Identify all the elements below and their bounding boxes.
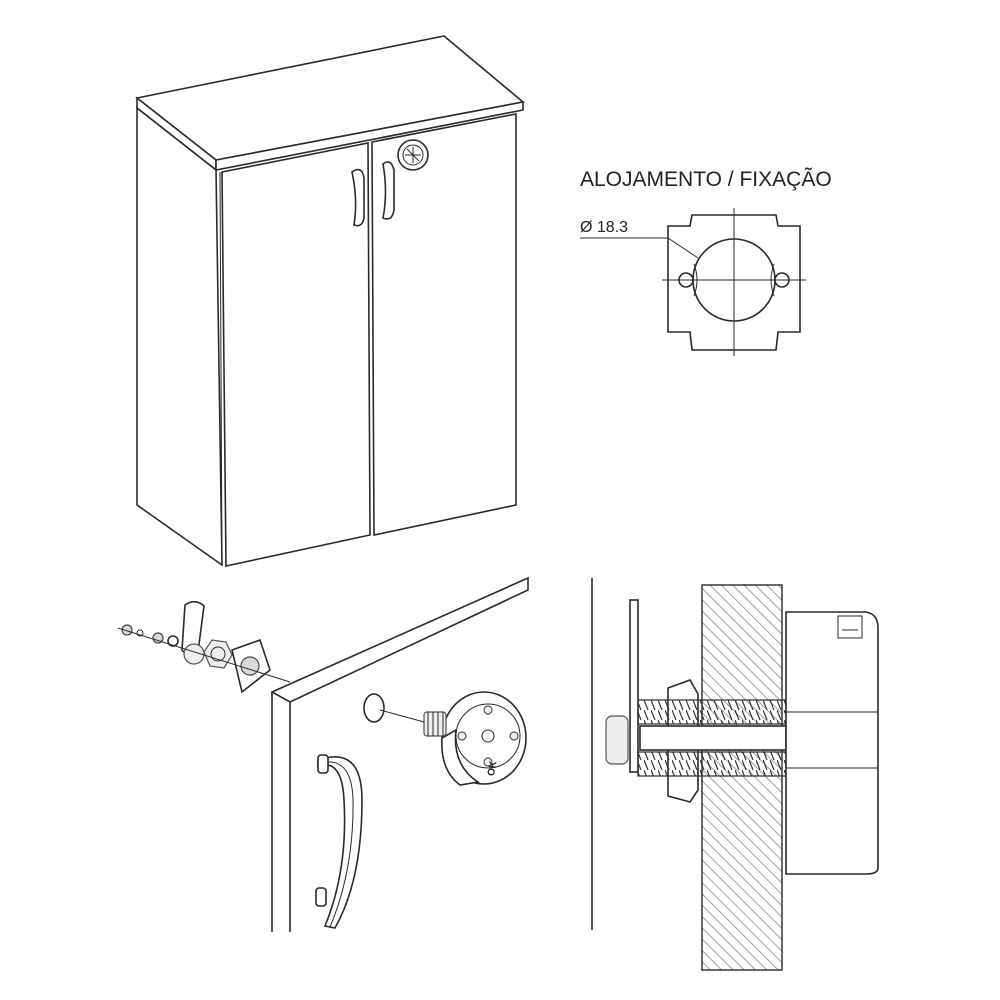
cabinet-side-panel [136, 106, 223, 567]
left-door-handle [351, 168, 365, 227]
door-hole [363, 693, 385, 723]
mounting-plate-outline [667, 214, 801, 351]
housing-detail: ALOJAMENTO / FIXAÇÃO Ø 18.3 [580, 167, 832, 356]
housing-title: ALOJAMENTO / FIXAÇÃO [580, 167, 832, 191]
cross-section-view [591, 578, 879, 971]
diameter-label: Ø 18.3 [580, 219, 628, 236]
screw-hole-right [774, 272, 790, 288]
exploded-view: OK [117, 576, 529, 932]
screw-hole-left [678, 272, 694, 288]
door-panel-section [270, 576, 529, 703]
lock-body-section [785, 611, 879, 875]
cam-lever [629, 599, 639, 773]
right-door-handle [382, 161, 395, 220]
curved-handle [315, 754, 363, 929]
cabinet-right-door [371, 113, 517, 536]
door-section-hatched [701, 584, 783, 971]
screw-head [605, 715, 629, 765]
lock-cylinder: OK [423, 691, 527, 786]
lock-face-text: OK [486, 760, 500, 777]
cabinet-illustration [135, 35, 525, 567]
cabinet-left-door [221, 142, 371, 567]
cabinet-lock-icon [397, 139, 429, 171]
lock-hardware-parts [117, 600, 291, 694]
